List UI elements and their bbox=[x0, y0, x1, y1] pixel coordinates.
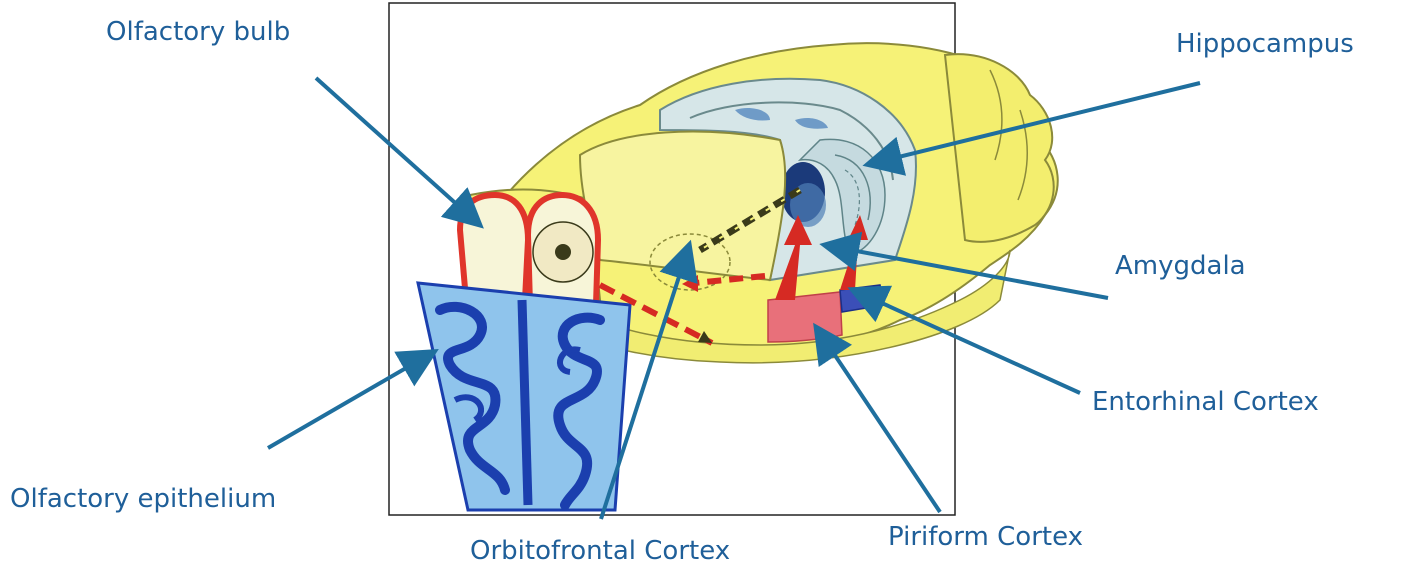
frontal-cortex-face bbox=[580, 132, 785, 280]
label-orbitofrontal-cortex: Orbitofrontal Cortex bbox=[470, 538, 730, 564]
cerebellum bbox=[945, 54, 1054, 242]
epithelium-septum bbox=[522, 300, 528, 505]
label-hippocampus: Hippocampus bbox=[1176, 31, 1354, 57]
label-olfactory-bulb: Olfactory bulb bbox=[106, 19, 290, 45]
label-olfactory-epithelium: Olfactory epithelium bbox=[10, 486, 276, 512]
label-piriform-cortex: Piriform Cortex bbox=[888, 524, 1083, 550]
label-amygdala: Amygdala bbox=[1115, 253, 1246, 279]
label-entorhinal-cortex: Entorhinal Cortex bbox=[1092, 389, 1319, 415]
glomeruli bbox=[533, 222, 593, 282]
